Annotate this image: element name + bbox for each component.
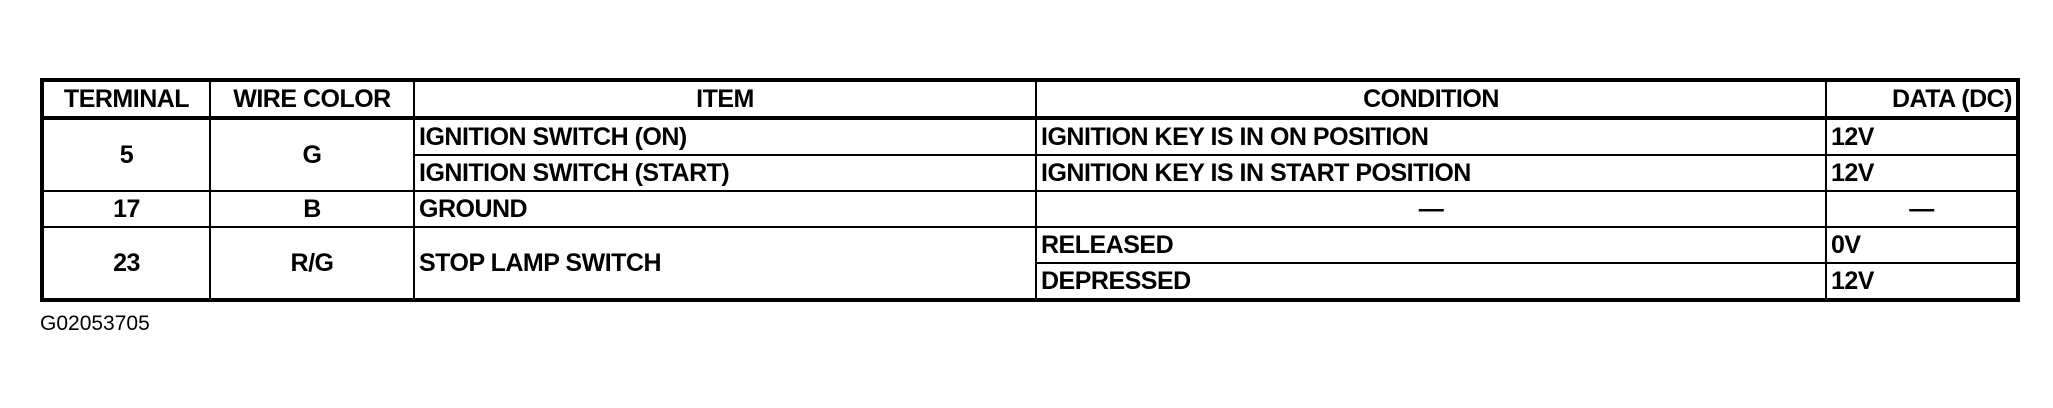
header-condition: CONDITION: [1035, 79, 1827, 120]
figure-id: G02053705: [40, 312, 150, 335]
item-cell: IGNITION SWITCH (START): [413, 154, 1037, 192]
terminal-cell: 17: [41, 190, 211, 228]
table-row: 23 R/G STOP LAMP SWITCH RELEASED 0V: [41, 226, 2019, 301]
table-row: 17 B GROUND — —: [41, 190, 2019, 228]
terminal-cell: 23: [41, 226, 211, 301]
table-header-row: TERMINAL WIRE COLOR ITEM CONDITION DATA …: [41, 79, 2019, 120]
terminal-cell: 5: [41, 117, 211, 192]
condition-cell: DEPRESSED: [1035, 262, 1827, 301]
terminal-data-table: TERMINAL WIRE COLOR ITEM CONDITION DATA …: [40, 78, 2020, 302]
data-cell: 12V: [1825, 262, 2019, 301]
condition-cell: RELEASED: [1035, 226, 1827, 264]
item-cell: IGNITION SWITCH (ON): [413, 117, 1037, 156]
wire-color-cell: R/G: [209, 226, 415, 301]
condition-cell: IGNITION KEY IS IN ON POSITION: [1035, 117, 1827, 156]
data-cell: 0V: [1825, 226, 2019, 264]
data-cell: —: [1825, 190, 2019, 228]
condition-cell: —: [1035, 190, 1827, 228]
condition-cell: IGNITION KEY IS IN START POSITION: [1035, 154, 1827, 192]
data-cell: 12V: [1825, 154, 2019, 192]
item-cell: STOP LAMP SWITCH: [413, 226, 1037, 301]
table-row: IGNITION SWITCH (START) IGNITION KEY IS …: [42, 154, 2019, 192]
data-cell: 12V: [1825, 117, 2019, 156]
header-item: ITEM: [413, 79, 1037, 120]
header-data: DATA (DC): [1825, 79, 2019, 120]
item-cell: GROUND: [413, 190, 1037, 228]
table-row: 5 G IGNITION SWITCH (ON) IGNITION KEY IS…: [41, 117, 2019, 192]
header-terminal: TERMINAL: [41, 79, 211, 120]
table-row: DEPRESSED 12V: [42, 262, 2019, 301]
wire-color-cell: B: [209, 190, 415, 228]
header-wire-color: WIRE COLOR: [209, 79, 415, 120]
wire-color-cell: G: [209, 117, 415, 192]
